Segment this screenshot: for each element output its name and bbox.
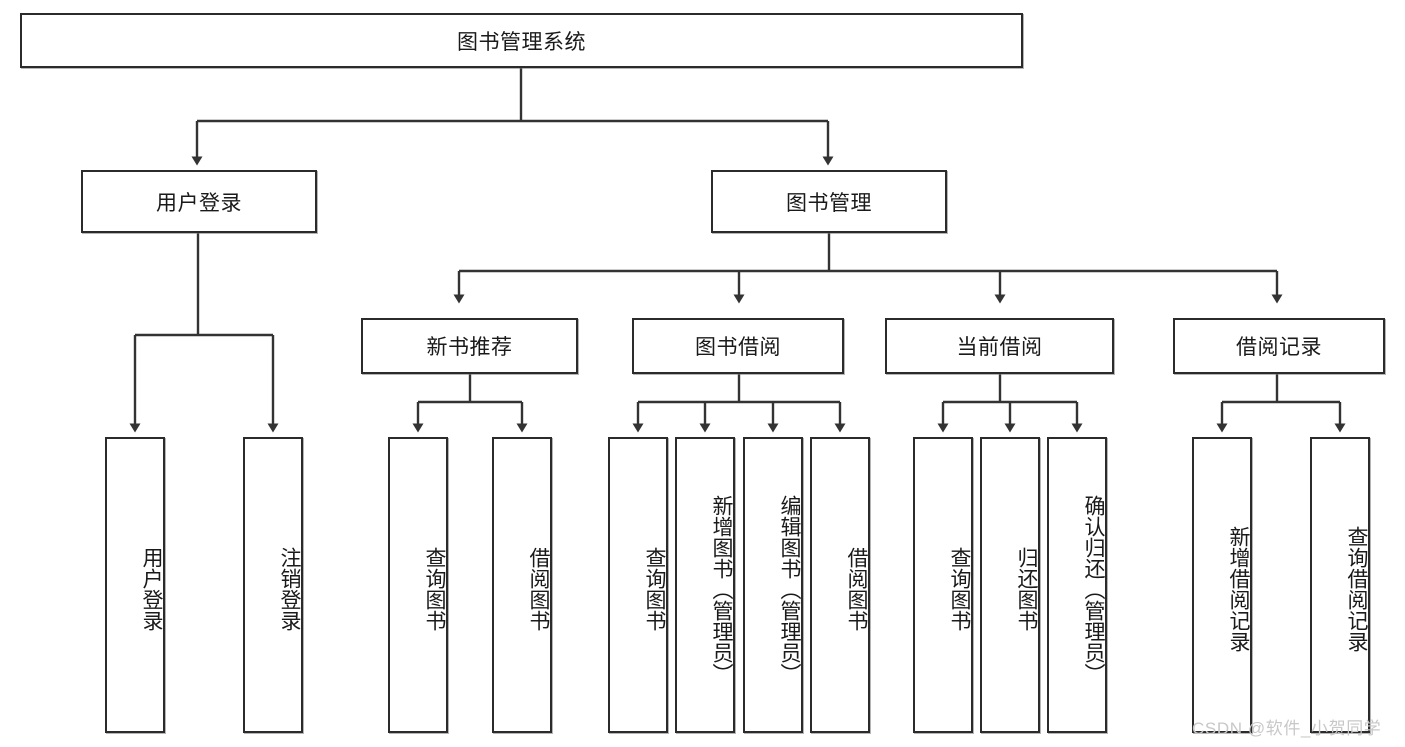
node-user-login-label: 用户登录 bbox=[156, 191, 242, 215]
node-current-borrow[interactable]: 当前借阅 bbox=[885, 318, 1114, 374]
node-new-book-recommend-label: 新书推荐 bbox=[426, 336, 513, 359]
leaf-query-book-3-label: 查询图书 bbox=[948, 547, 971, 631]
leaf-query-record[interactable]: 查询借阅记录 bbox=[1310, 437, 1370, 733]
node-book-borrow[interactable]: 图书借阅 bbox=[632, 318, 844, 374]
leaf-borrow-book-1-label: 借阅图书 bbox=[527, 547, 550, 631]
node-user-login[interactable]: 用户登录 bbox=[81, 170, 317, 233]
leaf-borrow-book-1[interactable]: 借阅图书 bbox=[492, 437, 552, 733]
leaf-return-book[interactable]: 归还图书 bbox=[980, 437, 1040, 733]
leaf-add-record-label: 新增借阅记录 bbox=[1227, 526, 1250, 652]
leaf-user-login[interactable]: 用户登录 bbox=[105, 437, 165, 733]
leaf-borrow-book-2-label: 借阅图书 bbox=[845, 547, 868, 631]
leaf-borrow-book-2[interactable]: 借阅图书 bbox=[810, 437, 870, 733]
leaf-query-book-2-label: 查询图书 bbox=[643, 547, 666, 631]
leaf-user-login-label: 用户登录 bbox=[140, 547, 163, 631]
node-current-borrow-label: 当前借阅 bbox=[956, 336, 1043, 359]
leaf-add-book-label: 新增图书（管理员） bbox=[710, 494, 733, 684]
node-book-borrow-label: 图书借阅 bbox=[695, 336, 781, 359]
node-book-manage-label: 图书管理 bbox=[786, 191, 872, 215]
leaf-query-book-2[interactable]: 查询图书 bbox=[608, 437, 668, 733]
leaf-query-book-1[interactable]: 查询图书 bbox=[388, 437, 448, 733]
leaf-return-book-label: 归还图书 bbox=[1015, 547, 1038, 631]
leaf-add-book[interactable]: 新增图书（管理员） bbox=[675, 437, 735, 733]
node-book-manage[interactable]: 图书管理 bbox=[711, 170, 947, 233]
leaf-edit-book-label: 编辑图书（管理员） bbox=[778, 494, 801, 684]
leaf-add-record[interactable]: 新增借阅记录 bbox=[1192, 437, 1252, 733]
node-root-label: 图书管理系统 bbox=[457, 30, 586, 54]
node-root[interactable]: 图书管理系统 bbox=[20, 13, 1023, 68]
csdn-watermark: CSDN @软件_小贺同学 bbox=[1192, 719, 1382, 738]
leaf-user-logout[interactable]: 注销登录 bbox=[243, 437, 303, 733]
leaf-query-record-label: 查询借阅记录 bbox=[1345, 526, 1368, 652]
leaf-user-logout-label: 注销登录 bbox=[278, 547, 301, 631]
node-new-book-recommend[interactable]: 新书推荐 bbox=[361, 318, 578, 374]
node-borrow-record-label: 借阅记录 bbox=[1236, 336, 1322, 359]
leaf-query-book-1-label: 查询图书 bbox=[423, 547, 446, 631]
leaf-confirm-return[interactable]: 确认归还（管理员） bbox=[1047, 437, 1107, 733]
leaf-confirm-return-label: 确认归还（管理员） bbox=[1082, 494, 1105, 684]
node-borrow-record[interactable]: 借阅记录 bbox=[1173, 318, 1385, 374]
leaf-query-book-3[interactable]: 查询图书 bbox=[913, 437, 973, 733]
leaf-edit-book[interactable]: 编辑图书（管理员） bbox=[743, 437, 803, 733]
